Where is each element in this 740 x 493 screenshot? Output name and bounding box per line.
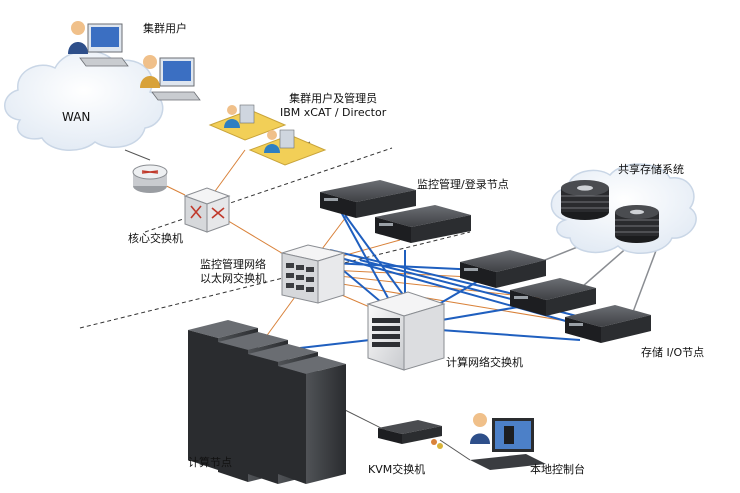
wan-label: WAN <box>62 110 91 124</box>
mon-login-label: 监控管理/登录节点 <box>417 178 509 191</box>
mon-switch-label: 监控管理网络 以太网交换机 <box>200 258 266 286</box>
compute-switch-label: 计算网络交换机 <box>446 356 523 369</box>
storage-io-label: 存储 I/O节点 <box>641 346 705 359</box>
router-icon <box>132 164 168 193</box>
console-icon <box>470 413 546 470</box>
compute-nodes-label: 计算节点 <box>188 456 232 469</box>
server-icon <box>320 180 651 343</box>
shared-storage-label: 共享存储系统 <box>618 163 684 176</box>
wan-cloud-icon <box>4 50 164 152</box>
mon-switch-label-line1: 监控管理网络 <box>200 258 266 271</box>
rack-icon <box>188 320 346 484</box>
ethernet-switch-icon <box>280 244 346 304</box>
kvm-label: KVM交换机 <box>368 463 426 476</box>
admin-label: 集群用户及管理员 IBM xCAT / Director <box>280 92 386 120</box>
mon-switch-label-line2: 以太网交换机 <box>200 272 266 285</box>
user-workstation-icon <box>68 21 129 67</box>
admin-desk-icon <box>208 104 327 166</box>
user-workstation-icon <box>140 55 201 101</box>
switch-icon <box>183 187 231 233</box>
cluster-user-label: 集群用户 <box>143 22 187 35</box>
admin-label-line1: 集群用户及管理员 <box>289 92 378 105</box>
admin-label-line2: IBM xCAT / Director <box>280 106 387 119</box>
console-label: 本地控制台 <box>530 463 585 476</box>
core-switch-label: 核心交换机 <box>128 232 183 245</box>
separator-line-bottom <box>79 231 471 329</box>
compute-switch-icon <box>366 291 446 371</box>
disk-stack-icon <box>561 180 659 243</box>
kvm-icon <box>378 420 443 449</box>
